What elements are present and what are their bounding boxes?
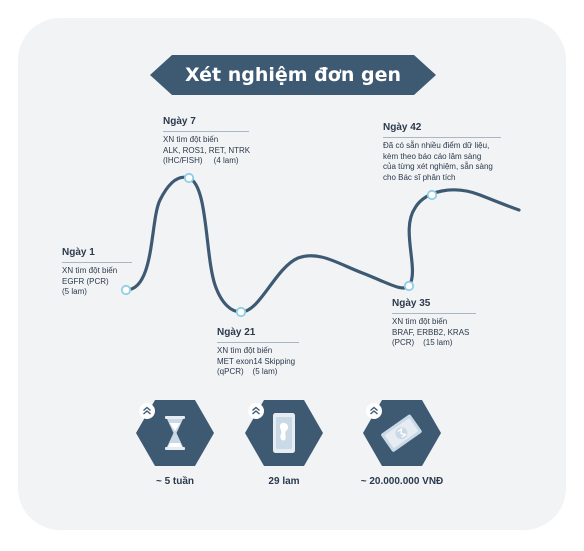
step-divider: [392, 313, 476, 314]
step-day-label: Ngày 42: [383, 122, 422, 133]
step-divider: [62, 262, 132, 263]
step-text-line: MET exon14 Skipping: [217, 356, 296, 366]
step-divider: [383, 137, 501, 138]
step-text-line: kèm theo báo cáo lâm sàng: [383, 151, 482, 161]
step-text-line: Đã có sẵn nhiều điểm dữ liệu,: [383, 141, 490, 150]
slide-icon: [273, 413, 295, 453]
step-day-35: Ngày 35 XN tìm đột biến BRAF, ERBB2, KRA…: [392, 297, 476, 349]
timeline-node-day-42: [426, 189, 438, 201]
timeline-node-day-35: [403, 280, 415, 292]
step-text-line: (PCR) (15 lam): [392, 338, 453, 347]
step-day-label: Ngày 1: [62, 247, 95, 258]
step-text-line: BRAF, ERBB2, KRAS: [392, 327, 470, 337]
step-text-line: ALK, ROS1, RET, NTRK: [163, 145, 251, 155]
chevron-up-icon: [248, 403, 264, 419]
banner-shape: [150, 55, 436, 95]
step-text-line: của từng xét nghiệm, sẵn sàng: [383, 162, 493, 171]
step-divider: [163, 131, 249, 132]
step-text-line: (IHC/FISH) (4 lam): [163, 156, 239, 165]
stat-label: ~ 20.000.000 VNĐ: [360, 476, 444, 487]
step-text-line: XN tìm đột biến: [163, 135, 219, 144]
hexagon-badge: [245, 400, 323, 466]
step-day-label: Ngày 7: [163, 116, 196, 127]
step-day-42: Ngày 42 Đã có sẵn nhiều điểm dữ liệu, kè…: [383, 121, 501, 183]
hexagon-badge: [136, 400, 214, 466]
step-text-line: (5 lam): [62, 287, 87, 296]
chevron-up-icon: [366, 403, 382, 419]
step-day-label: Ngày 35: [392, 298, 431, 309]
hourglass-icon: [165, 416, 185, 450]
step-day-label: Ngày 21: [217, 327, 256, 338]
timeline-node-day-7: [183, 172, 195, 184]
hexagon-badge: [363, 400, 441, 466]
step-text-line: XN tìm đột biến: [217, 346, 273, 355]
step-text-line: EGFR (PCR): [62, 276, 109, 286]
step-day-7: Ngày 7 XN tìm đột biến ALK, ROS1, RET, N…: [163, 115, 251, 167]
step-day-21: Ngày 21 XN tìm đột biến MET exon14 Skipp…: [217, 326, 299, 378]
title-banner: Xét nghiệm đơn gen: [150, 55, 436, 97]
stat-label: 29 lam: [268, 476, 300, 487]
chevron-up-icon: [139, 403, 155, 419]
step-day-1: Ngày 1 XN tìm đột biến EGFR (PCR) (5 lam…: [62, 246, 132, 298]
timeline-node-day-1: [120, 284, 132, 296]
stat-label: ~ 5 tuần: [155, 476, 195, 487]
step-text-line: XN tìm đột biến: [392, 317, 448, 326]
step-divider: [217, 342, 299, 343]
page-title: Xét nghiệm đơn gen: [185, 64, 401, 86]
money-icon: [381, 414, 422, 452]
step-text-line: (qPCR) (5 lam): [217, 367, 278, 376]
timeline-node-day-21: [235, 306, 247, 318]
step-text-line: XN tìm đột biến: [62, 266, 118, 275]
step-text-line: cho Bác sĩ phân tích: [383, 172, 456, 182]
